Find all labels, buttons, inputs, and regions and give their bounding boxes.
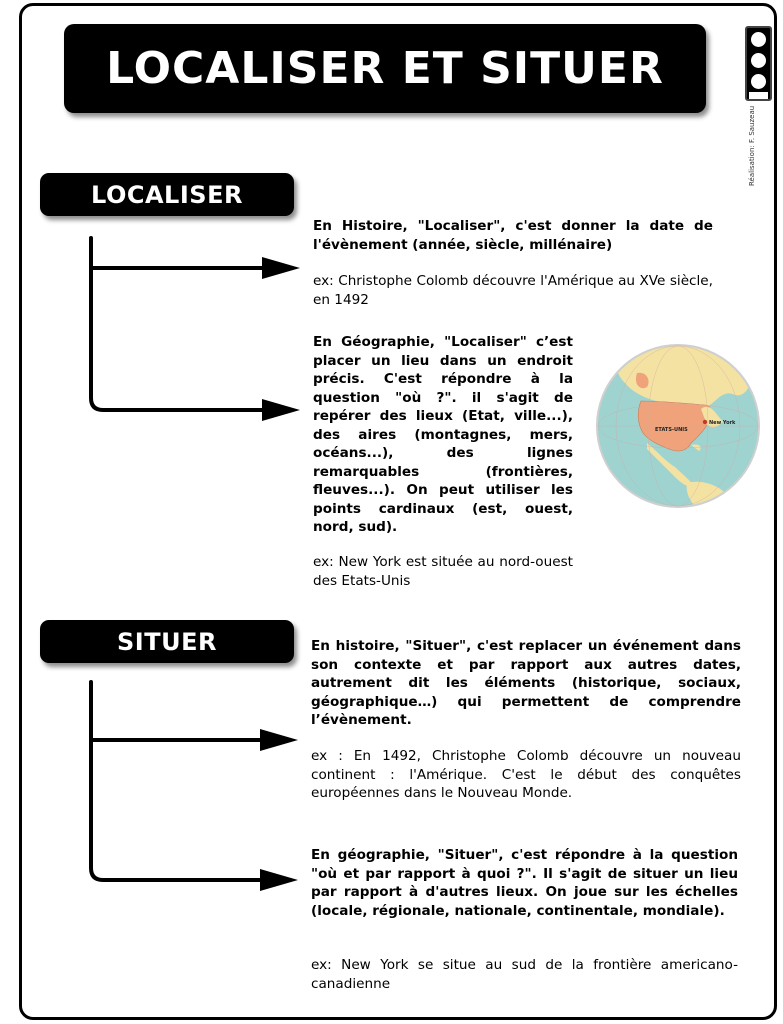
situer-histoire-example: ex : En 1492, Christophe Colomb découvre… bbox=[311, 748, 741, 801]
situer-histoire-definition: En histoire, "Situer", c'est replacer un… bbox=[311, 638, 741, 728]
page-title-banner: LOCALISER ET SITUER bbox=[64, 24, 706, 113]
arrow-head-2 bbox=[262, 399, 300, 421]
situer-bracket-line bbox=[89, 680, 270, 882]
map-country-label: ETATS-UNIS bbox=[655, 427, 688, 433]
creative-commons-by-nc-sa-icon bbox=[745, 26, 772, 101]
page-title: LOCALISER ET SITUER bbox=[106, 43, 664, 94]
page-frame bbox=[19, 3, 777, 1020]
localiser-histoire-definition: En Histoire, "Localiser", c'est donner l… bbox=[313, 218, 713, 253]
globe-map-icon: ETATS-UNIS New York bbox=[596, 344, 760, 508]
situer-heading: SITUER bbox=[40, 620, 294, 663]
arrow-head-4 bbox=[260, 869, 298, 891]
arrow-head-1 bbox=[262, 257, 300, 279]
localiser-heading: LOCALISER bbox=[40, 173, 294, 216]
arrow-head-3 bbox=[260, 729, 298, 751]
situer-geo-example: ex: New York se situe au sud de la front… bbox=[311, 957, 738, 992]
map-city-label: New York bbox=[709, 420, 736, 426]
localiser-histoire-example: ex: Christophe Colomb découvre l'Amériqu… bbox=[313, 273, 713, 308]
localiser-bracket-line bbox=[89, 236, 272, 412]
localiser-geo-definition: En Géographie, "Localiser" c’est placer … bbox=[313, 334, 573, 535]
situer-heading-label: SITUER bbox=[117, 627, 217, 656]
localiser-heading-label: LOCALISER bbox=[91, 180, 243, 209]
localiser-geo-example: ex: New York est située au nord-ouest de… bbox=[313, 554, 573, 589]
situer-geo-definition: En géographie, "Situer", c'est répondre … bbox=[311, 847, 738, 919]
